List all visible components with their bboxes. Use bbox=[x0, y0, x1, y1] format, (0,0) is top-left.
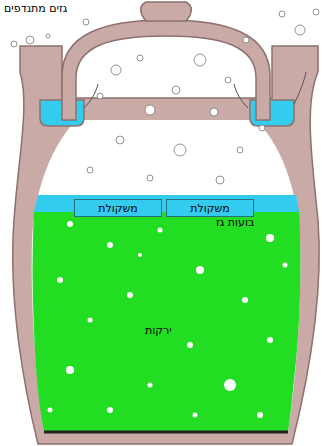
weight-box: משקולת bbox=[74, 199, 162, 217]
vegetables-liquid bbox=[33, 210, 301, 432]
gas-stroke bbox=[234, 84, 248, 108]
weight-box: משקולת bbox=[166, 199, 254, 217]
jar-cavity bbox=[32, 120, 301, 432]
gas-stroke bbox=[84, 84, 98, 108]
weight-label: משקולת bbox=[190, 202, 230, 215]
jar-body bbox=[13, 46, 319, 444]
gas-label: גזים מתנדפים bbox=[4, 2, 67, 15]
jar-bottom bbox=[44, 431, 288, 434]
gas-bubbles bbox=[11, 9, 319, 184]
weight-label: משקולת bbox=[98, 202, 138, 215]
lid-knob bbox=[141, 2, 192, 21]
gas-bubbles bbox=[48, 221, 288, 418]
vegetables-label: ירקות bbox=[145, 324, 172, 337]
bubbles-label: בועות גז bbox=[216, 216, 254, 229]
gas-stroke bbox=[294, 72, 306, 104]
lid-arch bbox=[62, 20, 270, 120]
